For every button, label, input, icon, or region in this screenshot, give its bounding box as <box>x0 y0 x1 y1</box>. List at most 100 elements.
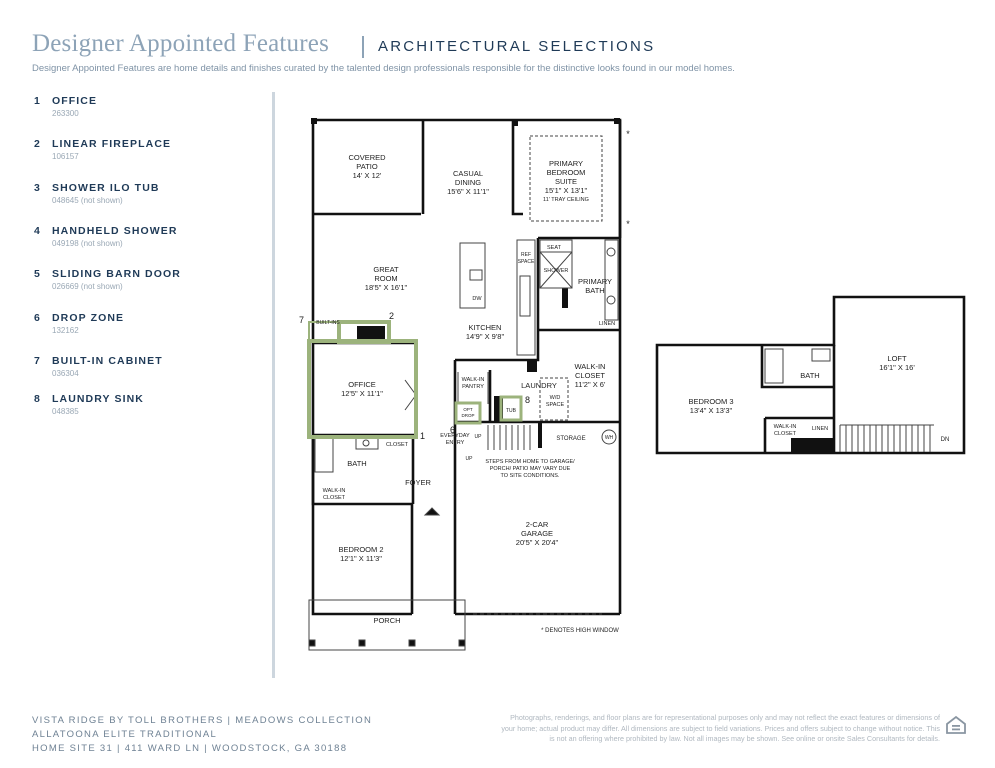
stairs-down-label: DN <box>941 437 950 443</box>
bedroom3-dims: 13'4" X 13'3" <box>690 406 733 415</box>
feature-number: 5 <box>34 268 40 280</box>
callout-7: 7 <box>299 315 304 325</box>
page-description: Designer Appointed Features are home det… <box>32 63 735 74</box>
feature-number: 7 <box>34 355 40 367</box>
feature-name: SLIDING BARN DOOR <box>52 268 181 280</box>
primary-bath-label: PRIMARY <box>578 277 612 286</box>
callout-6: 6 <box>450 425 455 435</box>
feature-number: 1 <box>34 95 40 107</box>
wh-label: WH <box>605 435 614 441</box>
upper-closet-label-2: CLOSET <box>774 431 797 437</box>
high-window-star: * <box>626 129 630 139</box>
upper-linen-label: LINEN <box>812 426 828 432</box>
casual-dining-label: CASUAL <box>453 169 483 178</box>
garage-label-2: GARAGE <box>521 529 553 538</box>
wd-space-label: W/D <box>550 395 561 401</box>
closet-label: CLOSET <box>386 442 409 448</box>
opt-drop-label-2: DROP <box>461 413 474 418</box>
feature-code: 036304 <box>52 369 79 378</box>
covered-patio-label-2: PATIO <box>356 162 378 171</box>
page-subtitle: ARCHITECTURAL SELECTIONS <box>378 38 656 55</box>
primary-suite-label-3: SUITE <box>555 177 577 186</box>
steps-note-2: PORCH/ PATIO MAY VARY DUE <box>490 466 571 472</box>
page-title: Designer Appointed Features <box>32 30 330 57</box>
footer-disclaimer: Photographs, renderings, and floor plans… <box>501 713 940 743</box>
primary-bath-label-2: BATH <box>585 286 604 295</box>
garage-label: 2-CAR <box>526 520 549 529</box>
steps-note: STEPS FROM HOME TO GARAGE/ <box>485 459 575 465</box>
great-room-label: GREAT <box>373 265 399 274</box>
walk-in-closet-label-2: CLOSET <box>575 371 605 380</box>
kitchen-label: KITCHEN <box>469 323 502 332</box>
feature-name: DROP ZONE <box>52 312 125 324</box>
footer-community: VISTA RIDGE BY TOLL BROTHERS | MEADOWS C… <box>32 715 373 726</box>
wd-space-label-2: SPACE <box>546 402 565 408</box>
primary-suite-label: PRIMARY <box>549 159 583 168</box>
garage-up-label: UP <box>466 456 474 462</box>
bath-label: BATH <box>347 459 366 468</box>
callout-8: 8 <box>525 395 530 405</box>
pantry-label: WALK-IN <box>462 377 485 383</box>
small-closet-label: WALK-IN <box>323 488 346 494</box>
opt-drop-label: OPT <box>463 407 473 412</box>
covered-patio-dims: 14' X 12' <box>353 171 382 180</box>
upper-closet-label: WALK-IN <box>774 424 797 430</box>
ref-space-label-2: SPACE <box>518 259 535 265</box>
dw-label: DW <box>472 296 482 302</box>
high-window-star: * <box>626 219 630 229</box>
primary-suite-note: 11' TRAY CEILING <box>543 197 589 203</box>
primary-suite-dims: 15'1" X 13'1" <box>545 186 588 195</box>
covered-patio-label: COVERED <box>348 153 386 162</box>
shower-label: SHOWER <box>544 268 569 274</box>
vertical-divider <box>272 92 275 678</box>
bedroom2-dims: 12'1" X 11'3" <box>340 554 382 563</box>
pantry-label-2: PANTRY <box>462 384 484 390</box>
stairs-up-label: UP <box>475 434 483 440</box>
steps-note-3: TO SITE CONDITIONS. <box>501 473 560 479</box>
feature-number: 4 <box>34 225 40 237</box>
ref-space-label: REF <box>521 252 531 258</box>
garage-dims: 20'5" X 20'4" <box>516 538 559 547</box>
feature-number: 3 <box>34 182 40 194</box>
feature-number: 8 <box>34 393 40 405</box>
high-window-note: * DENOTES HIGH WINDOW <box>541 628 619 634</box>
feature-code: 263300 <box>52 109 79 118</box>
feature-name: OFFICE <box>52 95 98 107</box>
walk-in-closet-dims: 11'2" X 6' <box>575 380 606 389</box>
small-closet-label-2: CLOSET <box>323 495 346 501</box>
built-ins-label: BUILT-INS <box>316 320 340 326</box>
great-room-label-2: ROOM <box>374 274 397 283</box>
feature-number: 6 <box>34 312 40 324</box>
laundry-label: LAUNDRY <box>521 381 557 390</box>
feature-code: 026669 (not shown) <box>52 282 123 291</box>
great-room-dims: 18'5" X 16'1" <box>365 283 408 292</box>
footer-plan: ALLATOONA ELITE TRADITIONAL <box>32 729 218 740</box>
feature-name: LINEAR FIREPLACE <box>52 138 172 150</box>
casual-dining-dims: 15'6" X 11'1" <box>447 187 489 196</box>
feature-number: 2 <box>34 138 40 150</box>
feature-code: 106157 <box>52 152 79 161</box>
feature-code: 132162 <box>52 326 79 335</box>
equal-housing-icon <box>946 715 966 734</box>
bedroom3-label: BEDROOM 3 <box>688 397 733 406</box>
foyer-label: FOYER <box>405 478 431 487</box>
casual-dining-label-2: DINING <box>455 178 481 187</box>
feature-code: 049198 (not shown) <box>52 239 123 248</box>
feature-name: HANDHELD SHOWER <box>52 225 178 237</box>
loft-dims: 16'1" X 16' <box>879 363 915 372</box>
feature-name: SHOWER ILO TUB <box>52 182 160 194</box>
linen-label: LINEN <box>599 321 615 327</box>
callout-1: 1 <box>420 431 425 441</box>
porch-label: PORCH <box>373 616 400 625</box>
callout-2: 2 <box>389 311 394 321</box>
title-separator <box>362 36 364 58</box>
loft-label: LOFT <box>887 354 907 363</box>
footer-address: HOME SITE 31 | 411 WARD LN | WOODSTOCK, … <box>32 743 348 754</box>
office-label: OFFICE <box>348 380 376 389</box>
everyday-entry-label-2: ENTRY <box>446 440 465 446</box>
walk-in-closet-label: WALK-IN <box>575 362 606 371</box>
bedroom2-label: BEDROOM 2 <box>338 545 383 554</box>
seat-label: SEAT <box>547 245 562 251</box>
